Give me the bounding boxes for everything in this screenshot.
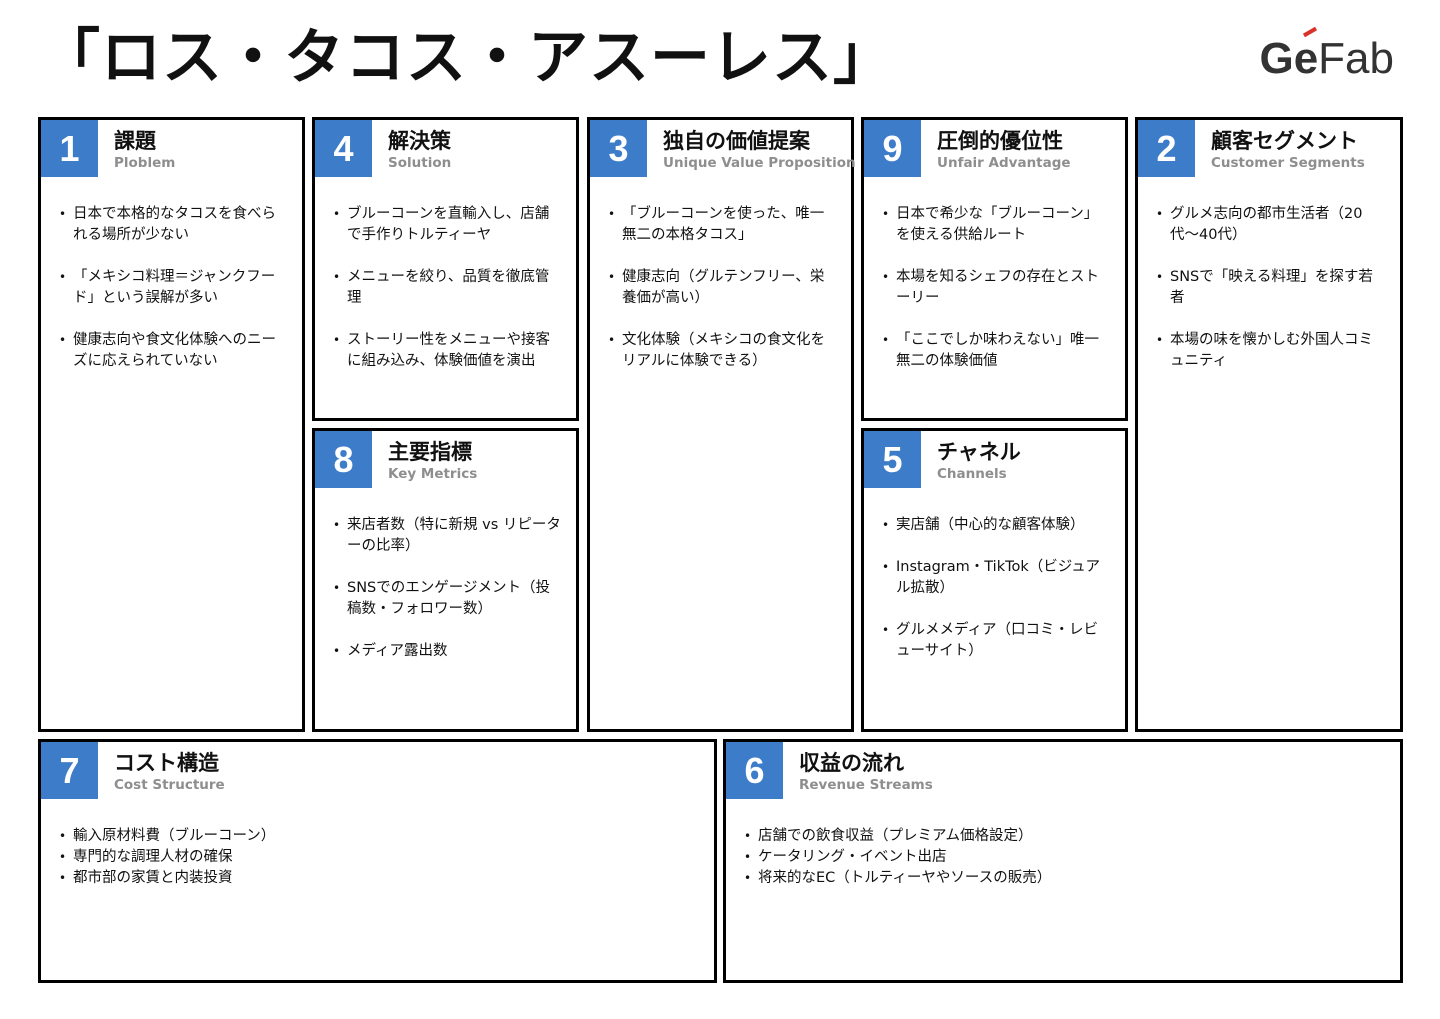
block-title: 収益の流れ: [799, 751, 904, 775]
block-number: 4: [315, 120, 372, 177]
block-number: 7: [41, 742, 98, 799]
logo-letter-g: G: [1259, 34, 1294, 83]
advantage-list: 日本で希少な「ブルーコーン」を使える供給ルート 本場を知るシェフの存在とストーリ…: [882, 204, 1111, 393]
solution-list: ブルーコーンを直輸入し、店舗で手作りトルティーヤ メニューを絞り、品質を徹底管理…: [333, 204, 562, 393]
list-item: 専門的な調理人材の確保: [59, 847, 700, 868]
uvp-block: 3 独自の価値提案 Unique Value Proposition 「ブルーコ…: [587, 117, 856, 732]
list-item: グルメ志向の都市生活者（20代〜40代）: [1156, 204, 1386, 246]
list-item: 都市部の家賃と内装投資: [59, 868, 700, 889]
list-item: メディア露出数: [333, 641, 562, 662]
list-item: 輸入原材料費（ブルーコーン）: [59, 826, 700, 847]
block-subtitle: Ploblem: [114, 155, 176, 171]
list-item: Instagram・TikTok（ビジュアル拡散）: [882, 557, 1111, 599]
list-item: 「メキシコ料理＝ジャンクフード」という誤解が多い: [59, 267, 288, 309]
block-subtitle: Cost Structure: [114, 777, 225, 793]
block-number: 2: [1138, 120, 1195, 177]
block-title: 圧倒的優位性: [937, 129, 1063, 153]
list-item: 健康志向や食文化体験へのニーズに応えられていない: [59, 330, 288, 372]
block-subtitle: Channels: [937, 466, 1007, 482]
solution-block: 4 解決策 Solution ブルーコーンを直輸入し、店舗で手作りトルティーヤ …: [312, 117, 579, 421]
list-item: ストーリー性をメニューや接客に組み込み、体験価値を演出: [333, 330, 562, 372]
block-title: 解決策: [388, 129, 451, 153]
revenue-block: 6 収益の流れ Revenue Streams 店舗での飲食収益（プレミアム価格…: [723, 739, 1403, 983]
block-title: コスト構造: [114, 751, 219, 775]
list-item: 日本で本格的なタコスを食べられる場所が少ない: [59, 204, 288, 246]
block-subtitle: Key Metrics: [388, 466, 478, 482]
list-item: 店舗での飲食収益（プレミアム価格設定）: [744, 826, 1386, 847]
block-subtitle: Unique Value Proposition: [663, 155, 856, 171]
list-item: SNSで「映える料理」を探す若者: [1156, 267, 1386, 309]
block-title: チャネル: [937, 440, 1021, 464]
list-item: メニューを絞り、品質を徹底管理: [333, 267, 562, 309]
list-item: 本場の味を懐かしむ外国人コミュニティ: [1156, 330, 1386, 372]
list-item: 「ブルーコーンを使った、唯一無二の本格タコス」: [608, 204, 837, 246]
list-item: グルメメディア（口コミ・レビューサイト）: [882, 620, 1111, 662]
channels-list: 実店舗（中心的な顧客体験） Instagram・TikTok（ビジュアル拡散） …: [882, 515, 1111, 683]
block-title: 顧客セグメント: [1211, 129, 1358, 153]
list-item: SNSでのエンゲージメント（投稿数・フォロワー数）: [333, 578, 562, 620]
list-item: 来店者数（特に新規 vs リピーターの比率）: [333, 515, 562, 557]
uvp-list: 「ブルーコーンを使った、唯一無二の本格タコス」 健康志向（グルテンフリー、栄養価…: [608, 204, 837, 393]
block-subtitle: Solution: [388, 155, 452, 171]
list-item: 将来的なEC（トルティーヤやソースの販売）: [744, 868, 1386, 889]
logo-letter-e: e: [1294, 26, 1318, 83]
metrics-block: 8 主要指標 Key Metrics 来店者数（特に新規 vs リピーターの比率…: [312, 428, 579, 732]
list-item: 健康志向（グルテンフリー、栄養価が高い）: [608, 267, 837, 309]
block-subtitle: Unfair Advantage: [937, 155, 1071, 171]
block-title: 課題: [114, 129, 156, 153]
block-subtitle: Customer Segments: [1211, 155, 1365, 171]
list-item: 文化体験（メキシコの食文化をリアルに体験できる）: [608, 330, 837, 372]
block-number: 5: [864, 431, 921, 488]
block-number: 8: [315, 431, 372, 488]
revenue-list: 店舗での飲食収益（プレミアム価格設定） ケータリング・イベント出店 将来的なEC…: [744, 826, 1386, 889]
list-item: 「ここでしか味わえない」唯一無二の体験価値: [882, 330, 1111, 372]
block-number: 9: [864, 120, 921, 177]
list-item: 実店舗（中心的な顧客体験）: [882, 515, 1111, 536]
list-item: ケータリング・イベント出店: [744, 847, 1386, 868]
cost-list: 輸入原材料費（ブルーコーン） 専門的な調理人材の確保 都市部の家賃と内装投資: [59, 826, 700, 889]
list-item: 日本で希少な「ブルーコーン」を使える供給ルート: [882, 204, 1111, 246]
block-number: 3: [590, 120, 647, 177]
metrics-list: 来店者数（特に新規 vs リピーターの比率） SNSでのエンゲージメント（投稿数…: [333, 515, 562, 683]
problem-list: 日本で本格的なタコスを食べられる場所が少ない 「メキシコ料理＝ジャンクフード」と…: [59, 204, 288, 393]
block-title: 主要指標: [388, 440, 472, 464]
page-title: 「ロス・タコス・アスーレス」: [40, 23, 894, 93]
block-number: 6: [726, 742, 783, 799]
segments-list: グルメ志向の都市生活者（20代〜40代） SNSで「映える料理」を探す若者 本場…: [1156, 204, 1386, 393]
problem-block: 1 課題 Ploblem 日本で本格的なタコスを食べられる場所が少ない 「メキシ…: [38, 117, 305, 732]
channels-block: 5 チャネル Channels 実店舗（中心的な顧客体験） Instagram・…: [861, 428, 1128, 732]
block-subtitle: Revenue Streams: [799, 777, 933, 793]
advantage-block: 9 圧倒的優位性 Unfair Advantage 日本で希少な「ブルーコーン」…: [861, 117, 1128, 421]
logo-text-fab: Fab: [1318, 34, 1394, 83]
block-title: 独自の価値提案: [663, 129, 810, 153]
list-item: ブルーコーンを直輸入し、店舗で手作りトルティーヤ: [333, 204, 562, 246]
cost-block: 7 コスト構造 Cost Structure 輸入原材料費（ブルーコーン） 専門…: [38, 739, 717, 983]
list-item: 本場を知るシェフの存在とストーリー: [882, 267, 1111, 309]
block-number: 1: [41, 120, 98, 177]
segments-block: 2 顧客セグメント Customer Segments グルメ志向の都市生活者（…: [1135, 117, 1403, 732]
